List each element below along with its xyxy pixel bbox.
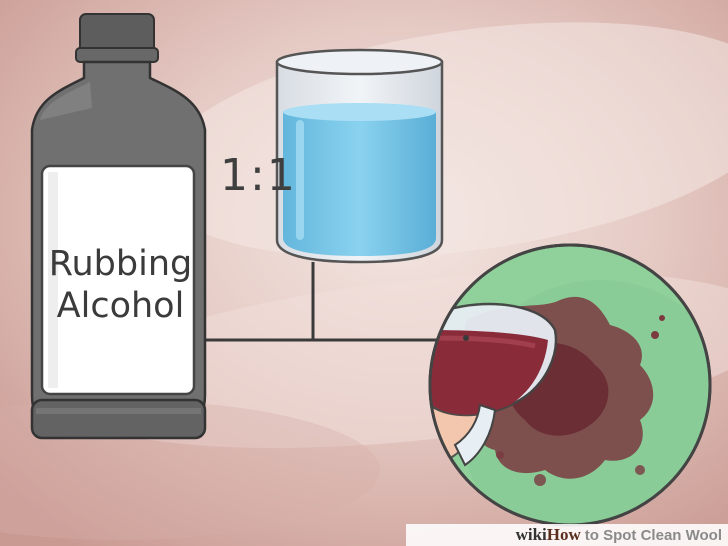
wine-glass	[430, 302, 558, 467]
watermark-how: How	[546, 525, 581, 544]
wool-stain-circle	[428, 243, 712, 527]
bottle-label-line1: Rubbing	[48, 244, 193, 284]
water-glass	[275, 48, 444, 264]
bottle-label	[40, 164, 196, 396]
ratio-label: 1:1	[220, 150, 297, 201]
watermark-title: to Spot Clean Wool	[584, 526, 722, 544]
rubbing-alcohol-bottle	[30, 13, 207, 440]
connector-lines	[206, 262, 470, 342]
watermark-wiki: wiki	[515, 525, 547, 544]
bottle-label-line2: Alcohol	[56, 286, 185, 326]
